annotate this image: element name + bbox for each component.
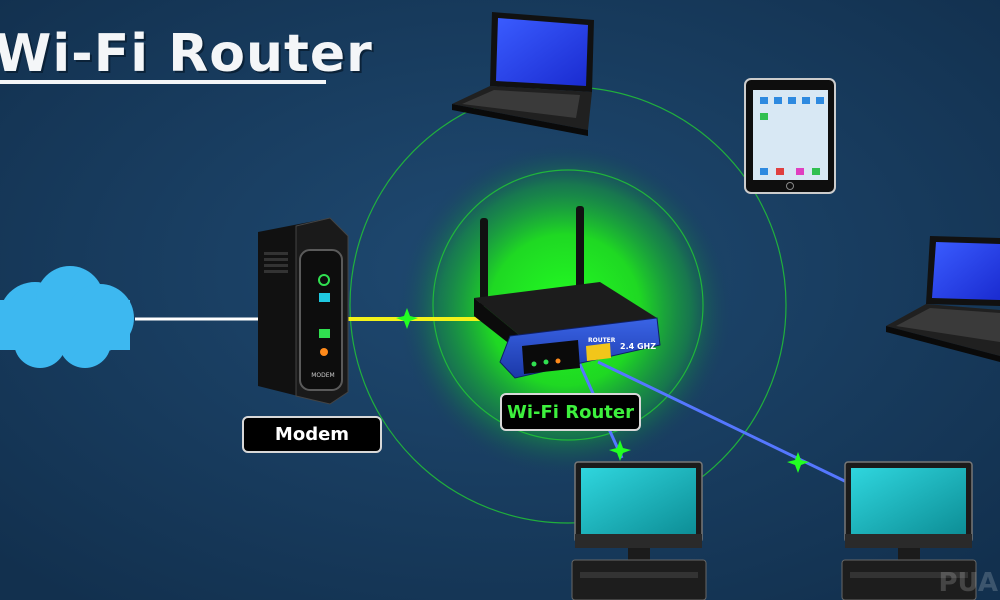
antenna bbox=[480, 218, 488, 306]
antenna bbox=[576, 206, 584, 294]
status-led bbox=[319, 293, 330, 302]
link-led bbox=[319, 329, 330, 338]
title-block: Wi-Fi Router bbox=[0, 18, 372, 84]
modem-brand: MODEM bbox=[311, 372, 335, 379]
tablet-icon bbox=[744, 78, 836, 194]
desktop-icon bbox=[841, 461, 977, 600]
page-title: Wi-Fi Router bbox=[0, 24, 373, 84]
watermark: PUA bbox=[938, 568, 999, 598]
router-badge bbox=[586, 343, 611, 361]
router-label: Wi-Fi Router bbox=[500, 393, 641, 431]
link-marker bbox=[396, 308, 418, 329]
link-marker bbox=[609, 440, 631, 461]
router-brand: ROUTER bbox=[588, 337, 616, 344]
link-markers bbox=[396, 308, 809, 473]
link-marker bbox=[787, 452, 809, 473]
router-desktop2-cable bbox=[597, 360, 856, 488]
power-led bbox=[318, 274, 330, 286]
router-icon: ROUTER 2.4 GHZ bbox=[474, 206, 661, 379]
laptop-icon bbox=[452, 12, 594, 136]
modem-icon: MODEM bbox=[258, 217, 349, 405]
signal-ring-inner bbox=[432, 169, 704, 441]
title-underline bbox=[0, 80, 326, 84]
cloud-icon bbox=[0, 266, 134, 368]
desktop-icon bbox=[571, 461, 707, 600]
modem-label: Modem bbox=[242, 416, 382, 453]
laptop-icon bbox=[886, 236, 1000, 362]
router-band: 2.4 GHZ bbox=[620, 342, 656, 351]
activity-led bbox=[320, 348, 328, 356]
